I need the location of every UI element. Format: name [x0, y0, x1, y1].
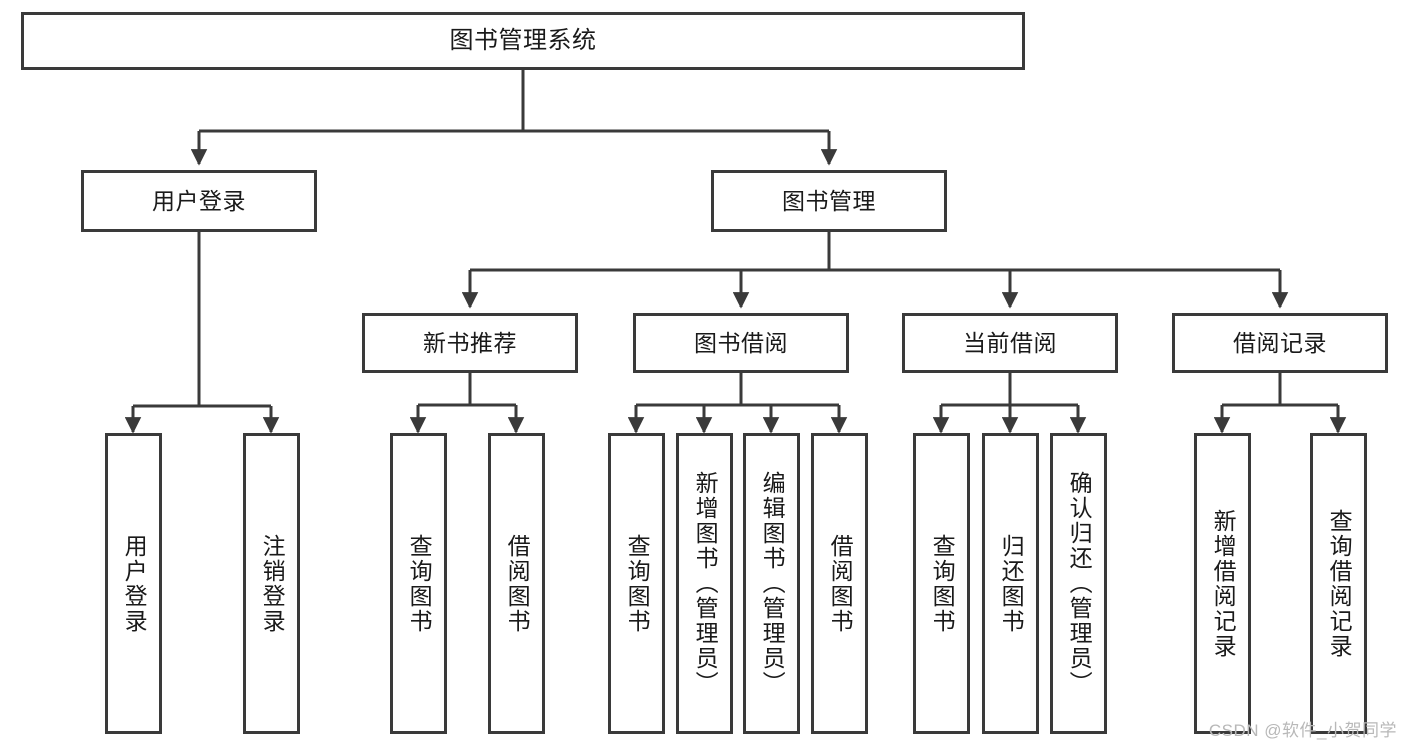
leaf-user-login-login[interactable]: 用户登录	[105, 433, 162, 734]
node-label: 查询图书	[929, 533, 956, 634]
node-book-borrow[interactable]: 图书借阅	[633, 313, 849, 373]
leaf-current-return-book[interactable]: 归还图书	[982, 433, 1039, 734]
node-label: 当前借阅	[963, 329, 1057, 356]
node-borrow-record[interactable]: 借阅记录	[1172, 313, 1388, 373]
node-current-borrow[interactable]: 当前借阅	[902, 313, 1118, 373]
leaf-user-login-logout[interactable]: 注销登录	[243, 433, 300, 734]
node-label: 新增图书（管理员）	[692, 471, 719, 696]
leaf-record-add-record[interactable]: 新增借阅记录	[1194, 433, 1251, 734]
node-book-management[interactable]: 图书管理	[711, 170, 947, 232]
leaf-recommend-query-book[interactable]: 查询图书	[390, 433, 447, 734]
leaf-recommend-borrow-book[interactable]: 借阅图书	[488, 433, 545, 734]
node-label: 归还图书	[998, 533, 1025, 634]
node-label: 借阅记录	[1233, 329, 1327, 356]
node-label: 编辑图书（管理员）	[759, 471, 786, 696]
node-label: 借阅图书	[827, 533, 854, 634]
node-label: 图书管理	[782, 187, 876, 214]
node-label: 查询借阅记录	[1326, 508, 1353, 659]
node-label: 借阅图书	[504, 533, 531, 634]
node-label: 图书管理系统	[449, 27, 597, 54]
leaf-borrow-add-book[interactable]: 新增图书（管理员）	[676, 433, 733, 734]
csdn-watermark: CSDN @软件_小贺同学	[1208, 721, 1397, 740]
node-new-book-recommend[interactable]: 新书推荐	[362, 313, 578, 373]
node-label: 用户登录	[152, 187, 246, 214]
leaf-borrow-borrow-book[interactable]: 借阅图书	[811, 433, 868, 734]
leaf-borrow-edit-book[interactable]: 编辑图书（管理员）	[743, 433, 800, 734]
node-label: 查询图书	[406, 533, 433, 634]
node-label: 确认归还（管理员）	[1066, 471, 1093, 696]
node-label: 注销登录	[259, 533, 286, 634]
leaf-current-confirm-return[interactable]: 确认归还（管理员）	[1050, 433, 1107, 734]
leaf-record-query-record[interactable]: 查询借阅记录	[1310, 433, 1367, 734]
node-user-login[interactable]: 用户登录	[81, 170, 317, 232]
node-label: 查询图书	[624, 533, 651, 634]
node-system-root[interactable]: 图书管理系统	[21, 12, 1025, 70]
node-label: 新增借阅记录	[1210, 508, 1237, 659]
leaf-borrow-query-book[interactable]: 查询图书	[608, 433, 665, 734]
node-label: 用户登录	[121, 533, 148, 634]
node-label: 图书借阅	[694, 329, 788, 356]
node-label: 新书推荐	[423, 329, 517, 356]
leaf-current-query-book[interactable]: 查询图书	[913, 433, 970, 734]
